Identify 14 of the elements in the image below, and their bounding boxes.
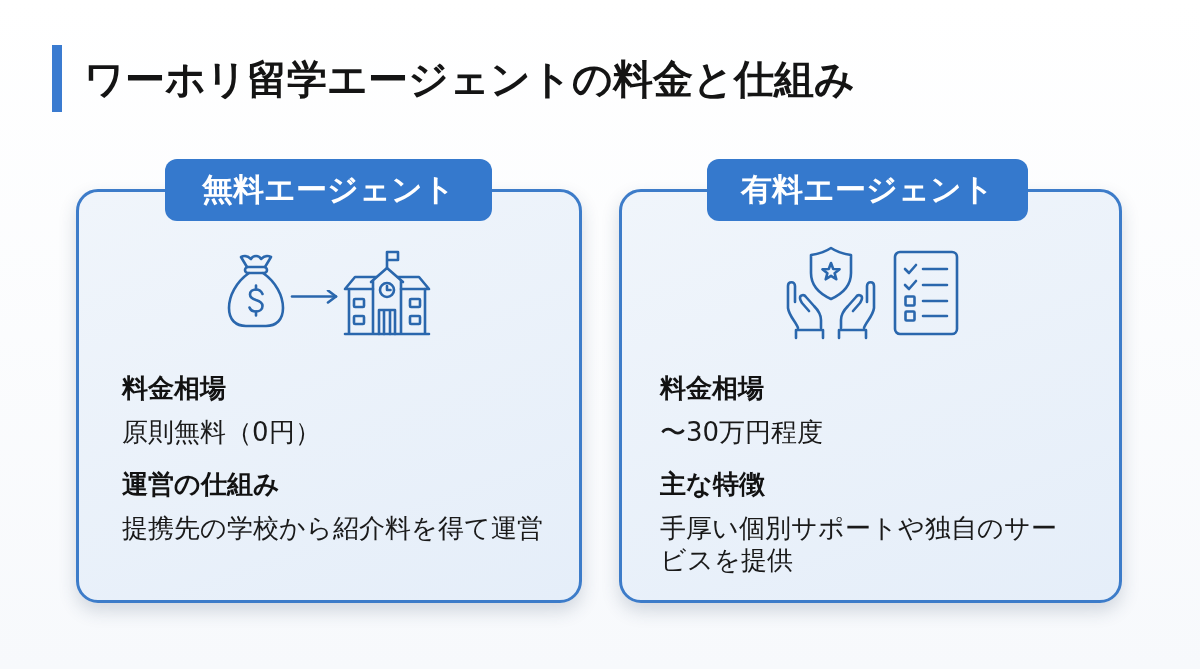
category-tab: 有料エージェント <box>707 159 1028 221</box>
section-text: 原則無料（0円） <box>122 416 321 448</box>
money-bag-icon <box>226 252 286 328</box>
section-heading: 運営の仕組み <box>122 468 280 501</box>
section-text: 手厚い個別サポートや独自のサービスを提供 <box>660 512 1058 576</box>
school-building-icon <box>342 250 432 336</box>
section-heading: 料金相場 <box>122 372 226 405</box>
category-tab: 無料エージェント <box>165 159 492 221</box>
arrow <box>290 289 338 304</box>
section-heading: 主な特徴 <box>660 468 765 501</box>
section-text: 〜30万円程度 <box>660 416 824 448</box>
section-text: 提携先の学校から紹介料を得て運営 <box>122 512 543 544</box>
page-title: ワーホリ留学エージェントの料金と仕組み <box>84 55 855 104</box>
section-heading: 料金相場 <box>660 372 764 405</box>
